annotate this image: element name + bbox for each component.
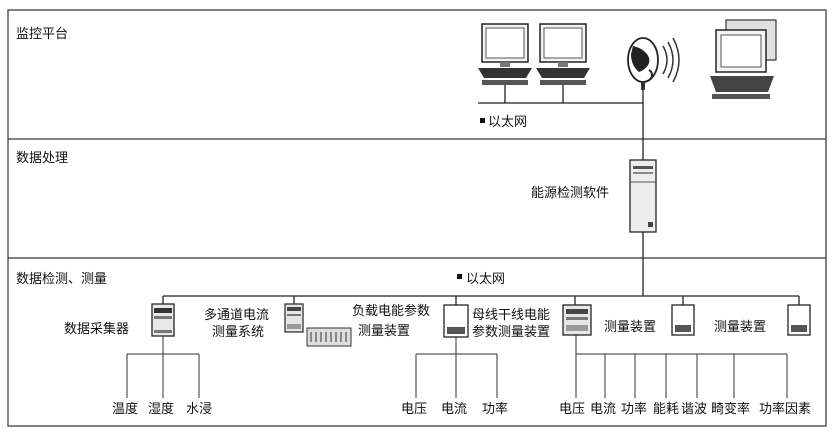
busbar-meter-label-2: 参数测量装置 bbox=[472, 324, 550, 340]
leaf-power-factor: 功率因素 bbox=[759, 401, 811, 417]
leaf-distortion: 畸变率 bbox=[711, 401, 750, 417]
ethernet-label-mid: 以太网 bbox=[466, 272, 505, 287]
leaf-energy: 能耗 bbox=[653, 402, 679, 417]
multi-channel-icon bbox=[284, 303, 352, 347]
ethernet-bullet bbox=[457, 274, 462, 279]
software-label: 能源检测软件 bbox=[531, 186, 609, 201]
busbar-meter-label-1: 母线干线电能 bbox=[472, 308, 550, 323]
ethernet-bullet bbox=[480, 118, 485, 123]
load-meter-icon bbox=[443, 304, 469, 338]
leaf-voltage-2: 电压 bbox=[559, 402, 585, 417]
leaf-harmonic: 谐波 bbox=[681, 402, 707, 417]
section-title-monitor: 监控平台 bbox=[16, 27, 68, 42]
meter-b-label: 测量装置 bbox=[714, 320, 766, 335]
meter-a-icon bbox=[671, 304, 695, 336]
leaf-power-2: 功率 bbox=[621, 401, 647, 417]
ethernet-label-top: 以太网 bbox=[488, 115, 527, 130]
globe-icon bbox=[627, 37, 680, 90]
computer-icon bbox=[536, 23, 590, 85]
computer-icon bbox=[710, 19, 777, 99]
multi-channel-label-2: 测量系统 bbox=[212, 325, 264, 340]
leaf-humidity: 湿度 bbox=[148, 401, 174, 417]
server-icon bbox=[629, 159, 657, 233]
load-meter-label-2: 测量装置 bbox=[358, 324, 410, 339]
leaf-temperature: 温度 bbox=[112, 401, 138, 417]
section-title-detection: 数据检测、测量 bbox=[16, 272, 107, 287]
diagram-frame bbox=[7, 9, 827, 427]
leaf-power-1: 功率 bbox=[482, 401, 508, 417]
leaf-current-1: 电流 bbox=[441, 402, 467, 417]
meter-a-label: 测量装置 bbox=[604, 320, 656, 335]
load-meter-label-1: 负载电能参数 bbox=[352, 303, 430, 319]
busbar-meter-icon bbox=[562, 304, 592, 336]
multi-channel-label-1: 多通道电流 bbox=[204, 307, 269, 323]
collector-label: 数据采集器 bbox=[64, 321, 129, 337]
data-collector-icon bbox=[151, 303, 175, 337]
meter-b-icon bbox=[787, 304, 811, 336]
leaf-current-2: 电流 bbox=[590, 402, 616, 417]
section-title-processing: 数据处理 bbox=[16, 151, 68, 166]
leaf-voltage-1: 电压 bbox=[401, 402, 427, 417]
leaf-water: 水浸 bbox=[186, 402, 212, 417]
computer-icon bbox=[478, 23, 532, 85]
